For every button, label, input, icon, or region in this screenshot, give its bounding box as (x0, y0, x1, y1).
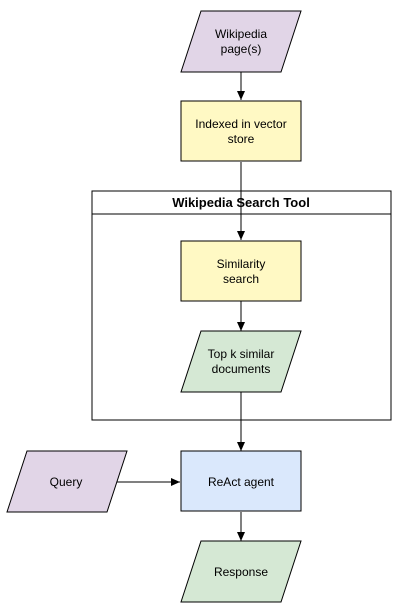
edges (117, 72, 245, 541)
response-shape (180, 540, 302, 603)
node-wikipedia-pages: Wikipedia page(s) (180, 10, 302, 73)
node-top-k-documents: Top k similar documents (180, 330, 302, 393)
indexed-label-line2: store (228, 132, 255, 146)
node-query: Query (6, 450, 128, 513)
similarity-label-line1: Similarity (217, 257, 266, 271)
react-agent-label: ReAct agent (208, 475, 275, 489)
top-k-label-line2: documents (212, 362, 271, 376)
response-label: Response (214, 565, 268, 579)
query-label: Query (50, 475, 83, 489)
node-react-agent: ReAct agent (180, 450, 302, 512)
indexed-shape (180, 100, 302, 162)
similarity-label-line2: search (223, 272, 259, 286)
node-response: Response (180, 540, 302, 603)
node-indexed-vector-store: Indexed in vector store (180, 100, 302, 162)
query-shape (6, 450, 128, 513)
wikipedia-pages-shape (180, 10, 302, 73)
wikipedia-pages-label-line2: page(s) (221, 42, 262, 56)
react-agent-shape (180, 450, 302, 512)
node-similarity-search: Similarity search (180, 240, 302, 302)
similarity-shape (180, 240, 302, 302)
top-k-shape (180, 330, 302, 393)
wikipedia-pages-label-line1: Wikipedia (215, 27, 267, 41)
top-k-label-line1: Top k similar (208, 347, 275, 361)
indexed-label-line1: Indexed in vector (195, 117, 286, 131)
